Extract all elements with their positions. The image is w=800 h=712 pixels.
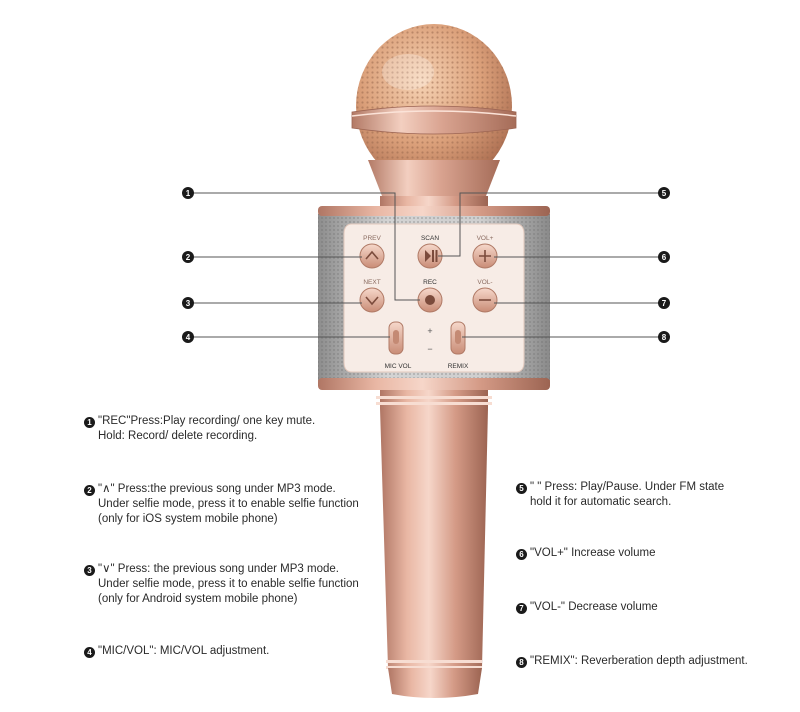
callout-8: 8 — [658, 331, 670, 343]
description-6-line-1: "VOL+" Increase volume — [530, 547, 656, 559]
description-3-line-2: Under selfie mode, press it to enable se… — [98, 578, 359, 590]
prev-label: PREV — [363, 235, 381, 242]
callout-7: 7 — [658, 297, 670, 309]
callout-2: 2 — [182, 251, 194, 263]
mic-vol-label: MIC VOL — [385, 363, 412, 370]
description-5-line-1: " " Press: Play/Pause. Under FM state — [530, 481, 725, 493]
scan-button[interactable] — [417, 243, 443, 269]
callout-3: 3 — [182, 297, 194, 309]
description-5-line-2: hold it for automatic search. — [530, 496, 672, 508]
description-8-marker: 8 — [516, 657, 527, 668]
rec-button[interactable] — [417, 287, 443, 313]
callout-4: 4 — [182, 331, 194, 343]
vol-plus-label: VOL+ — [477, 235, 494, 242]
mic-neck — [368, 160, 500, 208]
description-7: 7"VOL-" Decrease volume — [516, 600, 658, 615]
prev-button[interactable] — [359, 243, 385, 269]
svg-text:7: 7 — [662, 299, 667, 308]
description-1: 1"REC"Press:Play recording/ one key mute… — [84, 414, 315, 444]
rec-label: REC — [423, 279, 437, 286]
description-2: 2"∧" Press:the previous song under MP3 m… — [84, 482, 359, 527]
description-8-line-1: "REMIX": Reverberation depth adjustment. — [530, 655, 748, 667]
vol-minus-button[interactable] — [472, 287, 498, 313]
svg-text:5: 5 — [662, 189, 667, 198]
next-label: NEXT — [363, 279, 380, 286]
vol-minus-label: VOL- — [477, 279, 492, 286]
svg-text:4: 4 — [186, 333, 191, 342]
description-2-line-1: "∧" Press:the previous song under MP3 mo… — [98, 483, 336, 495]
remix-slider[interactable] — [450, 321, 466, 355]
description-2-marker: 2 — [84, 485, 95, 496]
svg-text:3: 3 — [186, 299, 191, 308]
svg-text:8: 8 — [662, 333, 667, 342]
description-4-marker: 4 — [84, 647, 95, 658]
description-1-line-1: "REC"Press:Play recording/ one key mute. — [98, 415, 316, 427]
remix-label: REMIX — [448, 363, 469, 370]
scan-label: SCAN — [421, 235, 439, 242]
mic-ring — [351, 105, 517, 135]
description-3-marker: 3 — [84, 565, 95, 576]
leader-lines — [194, 192, 658, 338]
description-4-line-1: "MIC/VOL": MIC/VOL adjustment. — [98, 645, 270, 657]
callout-5: 5 — [658, 187, 670, 199]
mic-vol-slider[interactable] — [388, 321, 404, 355]
mic-handle — [376, 390, 492, 698]
description-1-line-2: Hold: Record/ delete recording. — [98, 430, 258, 442]
description-8: 8"REMIX": Reverberation depth adjustment… — [516, 654, 748, 669]
callout-1: 1 — [182, 187, 194, 199]
svg-text:2: 2 — [186, 253, 191, 262]
vol-plus-button[interactable] — [472, 243, 498, 269]
description-7-marker: 7 — [516, 603, 527, 614]
description-7-line-1: "VOL-" Decrease volume — [530, 601, 658, 613]
description-4: 4"MIC/VOL": MIC/VOL adjustment. — [84, 644, 269, 659]
description-2-line-3: (only for iOS system mobile phone) — [98, 513, 278, 525]
callout-6: 6 — [658, 251, 670, 263]
svg-text:1: 1 — [186, 189, 191, 198]
description-1-marker: 1 — [84, 417, 95, 428]
minus-sign: − — [427, 344, 432, 354]
description-2-line-2: Under selfie mode, press it to enable se… — [98, 498, 359, 510]
svg-text:6: 6 — [662, 253, 667, 262]
description-6-marker: 6 — [516, 549, 527, 560]
plus-sign: + — [427, 326, 432, 336]
description-3-line-1: "∨" Press: the previous song under MP3 m… — [98, 563, 339, 575]
next-button[interactable] — [359, 287, 385, 313]
description-5-marker: 5 — [516, 483, 527, 494]
description-3: 3"∨" Press: the previous song under MP3 … — [84, 562, 359, 607]
description-5: 5" " Press: Play/Pause. Under FM state h… — [516, 480, 724, 510]
description-3-line-3: (only for Android system mobile phone) — [98, 593, 298, 605]
description-6: 6"VOL+" Increase volume — [516, 546, 655, 561]
